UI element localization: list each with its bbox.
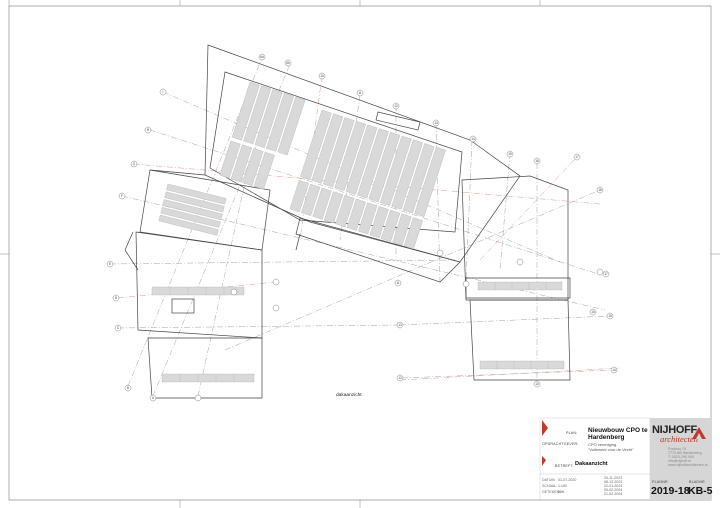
meta-drawn-label: GETEKEND: xyxy=(542,490,563,494)
office-address: www.nijhoffarchitecten.nl xyxy=(668,463,708,467)
revision-date: 20-11-2023 xyxy=(604,476,623,480)
red-triangle-mark-2 xyxy=(542,456,546,466)
client-value-line2: "Vollewerk voor de Vecht" xyxy=(588,447,634,452)
grid-label-top: 11 xyxy=(358,91,362,95)
plan-label: PLAN: xyxy=(566,431,578,435)
red-triangle-mark xyxy=(542,420,548,436)
meta-date-value: 01-07-2020 xyxy=(558,478,577,482)
meta-scale-label: SCHAAL: xyxy=(542,484,558,488)
office-logo-sub: architecten xyxy=(660,434,698,444)
office-address: Postbus 74 xyxy=(668,447,686,451)
office-logo-icon xyxy=(692,427,706,439)
grid-label-left: B xyxy=(127,386,129,390)
grid-label-right: 13 xyxy=(398,323,402,327)
office-address: T: 0523-290 000 xyxy=(668,455,694,459)
solar-panels xyxy=(151,81,565,383)
grid-label-right: 15 xyxy=(608,314,612,318)
grid-label-left: H xyxy=(147,128,150,132)
sheet-number-label: BLADNR xyxy=(689,480,705,484)
revision-date: 21-02-2024 xyxy=(604,492,623,496)
revision-date: 09-02-2024 xyxy=(604,488,623,492)
panel-dividers xyxy=(169,282,549,382)
grid-label-top: 10 xyxy=(320,74,324,78)
grid-label-right: 11 xyxy=(396,281,400,285)
sheet-number: KB-5 xyxy=(688,485,713,497)
meta-date-label: DATUM: xyxy=(542,478,556,482)
grid-label-right: 10 xyxy=(535,382,539,386)
grid-label-left: D xyxy=(115,296,118,300)
grid-lines xyxy=(109,57,615,397)
client-value-line1: CPO vereniging xyxy=(588,442,617,447)
grid-label-left: G xyxy=(133,162,136,166)
office-logo-name: NIJHOFF xyxy=(652,424,697,436)
grid-label-left: A xyxy=(152,396,155,400)
office-address: info@nijhoff.nl xyxy=(668,459,691,463)
grid-label-right: 14 xyxy=(612,368,616,372)
grid-label-top: 13 xyxy=(434,121,438,125)
grid-label-right: 12 xyxy=(398,376,402,380)
meta-drawn-value: H.H. xyxy=(558,490,566,494)
grid-label-right: 18 xyxy=(598,188,602,192)
grid-label-top: 12 xyxy=(394,104,398,108)
grid-label-top: 14 xyxy=(471,137,475,141)
grid-label-left: E xyxy=(109,262,111,266)
grid-label-top: 17 xyxy=(575,155,579,159)
grid-label-right: 17 xyxy=(604,272,608,276)
meta-scale-value: 1:100 xyxy=(558,484,567,488)
grid-label-left: F xyxy=(121,194,123,198)
grid-label-right: 16 xyxy=(591,310,595,314)
grid-label-top: 6d xyxy=(260,55,264,59)
grid-bubbles xyxy=(106,53,618,402)
grid-label-left: I xyxy=(163,90,164,94)
subject-value: Dakaanzicht xyxy=(575,461,608,467)
grid-label-top: 6b xyxy=(286,61,290,65)
client-label: OPDRACHTGEVER: xyxy=(542,442,579,446)
plan-value-line1: Nieuwbouw CPO te xyxy=(588,427,648,434)
grid-label-left: C xyxy=(117,326,120,330)
grid-label-top: 16 xyxy=(535,159,539,163)
office-address: 7770 AB Hardenberg xyxy=(668,451,702,455)
revision-date: 08-12-2023 xyxy=(604,480,623,484)
subject-label: BETREFT: xyxy=(555,464,574,468)
plan-number-label: PLANNR xyxy=(652,480,668,484)
grid-label-top: 15 xyxy=(508,152,512,156)
plan-number: 2019-18 xyxy=(651,485,690,497)
building-outline xyxy=(124,44,571,399)
revision-date: 22-01-2024 xyxy=(604,484,623,488)
plan-value-line2: Hardenberg xyxy=(588,434,625,441)
drawing-caption: dakaanzicht xyxy=(336,393,362,398)
